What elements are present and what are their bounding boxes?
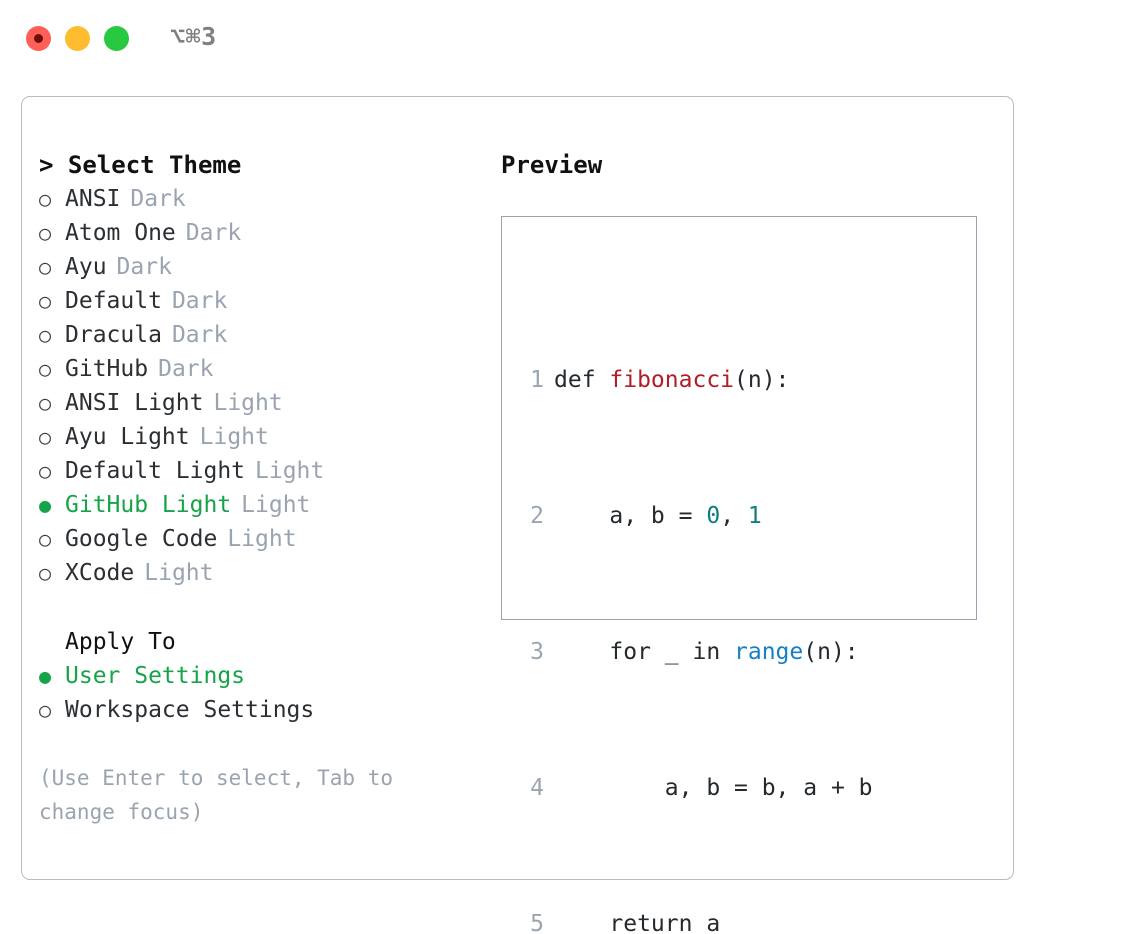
- theme-name: Ayu: [65, 254, 107, 280]
- code-token-number: 1: [747, 503, 762, 529]
- theme-name: Atom One: [65, 220, 176, 246]
- radio-icon: ○: [39, 357, 52, 381]
- theme-kind: Dark: [171, 322, 228, 348]
- theme-picker-panel: > Select Theme ○ ANSI Dark ○ Atom One Da…: [21, 96, 1014, 934]
- theme-kind: Dark: [171, 288, 228, 314]
- theme-kind: Light: [227, 526, 297, 552]
- apply-to-label: User Settings: [65, 663, 246, 689]
- code-token-function: fibonacci: [609, 367, 735, 393]
- code-token: for _ in: [609, 639, 735, 665]
- theme-option-default-light[interactable]: ○ Default Light Light: [39, 454, 479, 488]
- code-line: 2 a, b = 0, 1: [516, 499, 900, 533]
- theme-option-default[interactable]: ○ Default Dark: [39, 284, 479, 318]
- theme-name: Default: [65, 288, 162, 314]
- code-indent: [554, 503, 609, 529]
- radio-icon: ○: [39, 391, 52, 415]
- theme-name: ANSI Light: [65, 390, 204, 416]
- theme-kind: Dark: [185, 220, 242, 246]
- code-token-number: 0: [706, 503, 721, 529]
- theme-option-github-light[interactable]: ● GitHub Light Light: [39, 488, 479, 522]
- radio-icon: ○: [39, 255, 52, 279]
- theme-kind: Light: [144, 560, 214, 586]
- line-number: 4: [530, 775, 544, 801]
- page-title: > Select Theme: [39, 151, 242, 179]
- theme-option-ayu-light[interactable]: ○ Ayu Light Light: [39, 420, 479, 454]
- close-button[interactable]: [26, 26, 51, 51]
- code-line: 3 for _ in range(n):: [516, 635, 900, 669]
- code-line: 4 a, b = b, a + b: [516, 771, 900, 805]
- code-token: return a: [609, 911, 721, 934]
- theme-list: ○ ANSI Dark ○ Atom One Dark ○ Ayu Dark: [39, 182, 479, 590]
- radio-icon: ○: [39, 289, 52, 313]
- theme-name: Ayu Light: [65, 424, 190, 450]
- theme-name: GitHub Light: [65, 492, 232, 518]
- keyboard-shortcut-label: ⌥⌘3: [170, 22, 217, 51]
- maximize-button[interactable]: [104, 26, 129, 51]
- apply-to-option-user-settings[interactable]: ● User Settings: [39, 659, 479, 693]
- theme-option-github[interactable]: ○ GitHub Dark: [39, 352, 479, 386]
- window-controls: [26, 26, 129, 51]
- title-bar: ⌥⌘3: [0, 0, 1140, 76]
- theme-option-xcode[interactable]: ○ XCode Light: [39, 556, 479, 590]
- keyboard-hint-text: (Use Enter to select, Tab to change focu…: [39, 766, 406, 824]
- preview-column: Preview 1 def fibonacci(n): 2 a, b = 0, …: [501, 148, 991, 934]
- radio-selected-icon: ●: [39, 493, 52, 517]
- code-line: 5 return a: [516, 907, 900, 934]
- theme-kind: Light: [241, 492, 311, 518]
- theme-kind: Light: [255, 458, 325, 484]
- radio-icon: ○: [39, 561, 52, 585]
- theme-kind: Light: [199, 424, 269, 450]
- code-token: a, b =: [609, 503, 707, 529]
- theme-kind: Dark: [130, 186, 186, 212]
- radio-icon: ○: [39, 425, 52, 449]
- code-token: (n):: [803, 639, 859, 665]
- code-token-keyword: range: [734, 639, 804, 665]
- line-number: 2: [530, 503, 544, 529]
- apply-to-title: Apply To: [65, 629, 176, 655]
- theme-name: XCode: [65, 560, 135, 586]
- radio-icon: ○: [39, 527, 52, 551]
- theme-selection-column: > Select Theme ○ ANSI Dark ○ Atom One Da…: [39, 148, 479, 829]
- code-indent: [554, 775, 665, 801]
- radio-icon: ○: [39, 698, 52, 722]
- theme-option-google-code[interactable]: ○ Google Code Light: [39, 522, 479, 556]
- theme-option-ansi-light[interactable]: ○ ANSI Light Light: [39, 386, 479, 420]
- code-preview: 1 def fibonacci(n): 2 a, b = 0, 1 3 for …: [516, 261, 900, 934]
- theme-option-ayu[interactable]: ○ Ayu Dark: [39, 250, 479, 284]
- code-indent: [554, 639, 609, 665]
- theme-name: Default Light: [65, 458, 246, 484]
- code-token: ,: [720, 503, 748, 529]
- theme-kind: Light: [213, 390, 283, 416]
- theme-kind: Dark: [116, 254, 172, 280]
- minimize-button[interactable]: [65, 26, 90, 51]
- apply-to-option-workspace-settings[interactable]: ○ Workspace Settings: [39, 693, 479, 727]
- code-indent: [554, 911, 609, 934]
- theme-name: Dracula: [65, 322, 162, 348]
- code-line: 1 def fibonacci(n):: [516, 363, 900, 397]
- radio-selected-icon: ●: [39, 664, 52, 688]
- theme-option-dracula[interactable]: ○ Dracula Dark: [39, 318, 479, 352]
- apply-to-label: Workspace Settings: [65, 697, 315, 723]
- code-token: (n):: [734, 367, 790, 393]
- code-token: def: [554, 367, 610, 393]
- theme-option-ansi[interactable]: ○ ANSI Dark: [39, 182, 479, 216]
- preview-box: 1 def fibonacci(n): 2 a, b = 0, 1 3 for …: [501, 216, 977, 934]
- radio-icon: ○: [39, 459, 52, 483]
- theme-option-atom-one[interactable]: ○ Atom One Dark: [39, 216, 479, 250]
- line-number: 5: [530, 911, 544, 934]
- theme-name: GitHub: [65, 356, 149, 382]
- apply-to-section: Apply To ● User Settings ○ Workspace Set…: [39, 625, 479, 727]
- line-number: 1: [530, 367, 544, 393]
- radio-icon: ○: [39, 187, 52, 211]
- radio-icon: ○: [39, 221, 52, 245]
- preview-title: Preview: [501, 151, 603, 179]
- radio-icon: ○: [39, 323, 52, 347]
- code-token: a, b = b, a + b: [664, 775, 873, 801]
- theme-kind: Dark: [158, 356, 214, 382]
- theme-name: ANSI: [65, 186, 121, 212]
- line-number: 3: [530, 639, 544, 665]
- theme-name: Google Code: [65, 526, 218, 552]
